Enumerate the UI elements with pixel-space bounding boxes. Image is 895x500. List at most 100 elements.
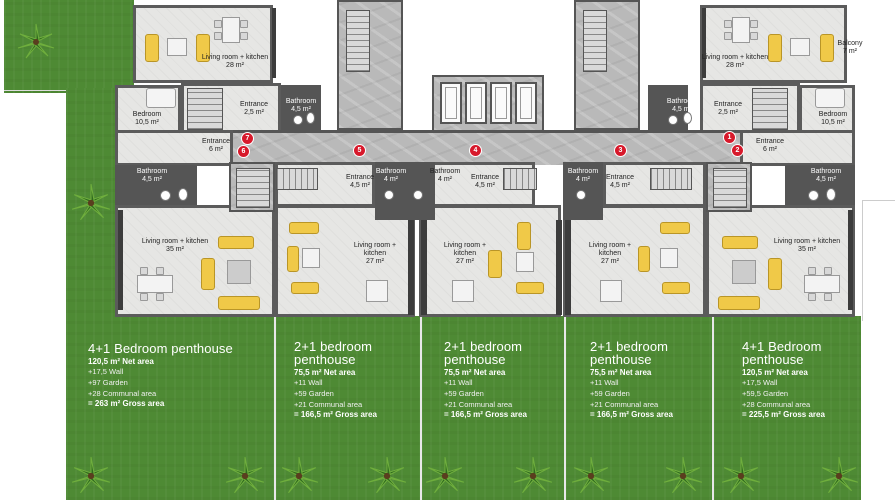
unit-wall: +17,5 Wall [742, 378, 778, 387]
room-area: 6 m² [763, 146, 777, 153]
sofa [201, 258, 215, 290]
bed [146, 88, 176, 108]
entrance-marker-4[interactable]: 4 [469, 144, 482, 157]
room-area: 10,5 m² [821, 119, 845, 126]
unit-title: 4+1 Bedroom [742, 339, 822, 354]
room-area: 4,5 m² [672, 106, 692, 113]
kitchen-counter [408, 220, 414, 315]
unit-communal: +21 Communal area [590, 400, 659, 409]
kitchen-counter [272, 8, 276, 78]
bathroom-right-lower [785, 165, 855, 210]
lift-1 [440, 82, 462, 124]
palm-tree-icon [425, 457, 465, 494]
room-area: 4,5 m² [816, 176, 836, 183]
stairs-left-spiral [236, 168, 270, 208]
room-area: 4,5 m² [610, 182, 630, 189]
coffee-table [660, 248, 678, 268]
palm-tree-icon [71, 184, 111, 221]
sink-icon [384, 190, 394, 200]
toilet-icon [683, 112, 692, 124]
palm-tree-icon [71, 457, 111, 494]
room-name: Bathroom [666, 98, 698, 105]
unit-title-2: penthouse [590, 352, 652, 367]
dining-table [452, 280, 474, 302]
dining-table [222, 17, 240, 43]
room-name: Bedroom [132, 111, 162, 118]
room-name: Bathroom [136, 168, 168, 175]
unit-info-3: 2+1 bedroom penthouse 75,5 m² Net area +… [444, 340, 562, 419]
entrance-marker-2[interactable]: 2 [731, 144, 744, 157]
coffee-table [167, 38, 187, 56]
room-name: Balcony [837, 40, 863, 47]
garden-divider [564, 316, 566, 500]
palm-tree-icon [367, 457, 407, 494]
room-name: Living room + kitchen [201, 54, 269, 61]
entrance-marker-5[interactable]: 5 [353, 144, 366, 157]
dining-table [137, 275, 173, 293]
unit-communal: +28 Communal area [88, 389, 157, 398]
unit-net-area: 120,5 m² Net area [742, 368, 808, 377]
chair [240, 32, 248, 40]
room-name: Living room + kitchen [141, 238, 209, 245]
palm-tree-icon [225, 457, 265, 494]
chair [214, 20, 222, 28]
sink-icon [808, 190, 819, 201]
palm-tree-icon [571, 457, 611, 494]
chair [156, 267, 164, 275]
room-area: 7 m² [843, 48, 857, 55]
entrance-left-lower [115, 130, 233, 166]
room-name: Entrance [605, 174, 635, 181]
room-name: Bathroom [810, 168, 842, 175]
coffee-table [227, 260, 251, 284]
room-area: 4,5 m² [142, 176, 162, 183]
sofa [718, 296, 760, 310]
site-outline [4, 90, 66, 331]
garden-unit-4 [565, 316, 713, 500]
room-name: Bathroom [429, 168, 461, 175]
unit-info-2: 2+1 bedroom penthouse 75,5 m² Net area +… [294, 340, 419, 419]
sink-icon [293, 115, 303, 125]
toilet-icon [826, 188, 836, 201]
stairs-left [346, 10, 370, 72]
entrance-marker-6[interactable]: 6 [237, 145, 250, 158]
sofa [218, 296, 260, 310]
chair [824, 267, 832, 275]
entrance-marker-7[interactable]: 7 [241, 132, 254, 145]
chair [140, 267, 148, 275]
sofa [516, 282, 544, 294]
room-area: 2,5 m² [718, 109, 738, 116]
bathroom-left-upper [281, 85, 321, 132]
chair [214, 32, 222, 40]
unit-net-area: 75,5 m² Net area [444, 368, 506, 377]
sink-icon [576, 190, 586, 200]
entrance-marker-3[interactable]: 3 [614, 144, 627, 157]
chair [808, 267, 816, 275]
sofa [768, 258, 782, 290]
lift-2 [465, 82, 487, 124]
stairs-center-1 [276, 168, 318, 190]
unit-gross-area: = 263 m² Gross area [88, 399, 165, 408]
unit-title-2: penthouse [742, 352, 804, 367]
sofa [218, 236, 254, 249]
room-name: Living room + [443, 242, 487, 249]
entrance-marker-1[interactable]: 1 [723, 131, 736, 144]
top-left-lawn [4, 0, 134, 93]
palm-tree-icon [663, 457, 703, 494]
unit-communal: +28 Communal area [742, 400, 811, 409]
garden-divider [712, 316, 714, 500]
sink-icon [413, 190, 423, 200]
dining-table [804, 275, 840, 293]
chair [156, 293, 164, 301]
